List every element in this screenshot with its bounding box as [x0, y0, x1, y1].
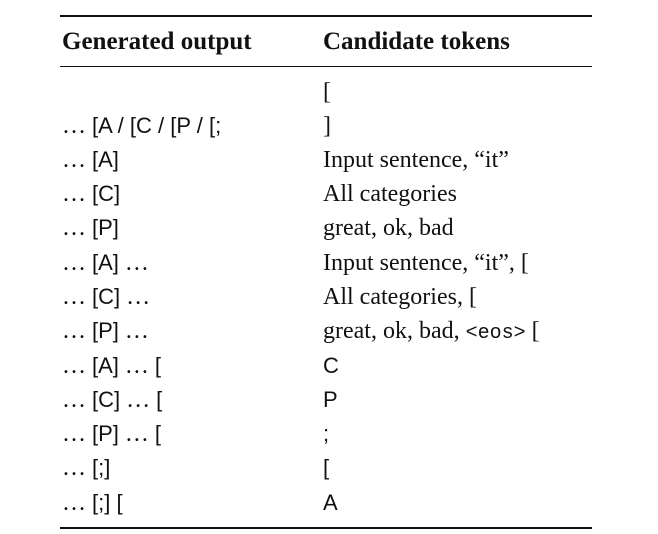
candidate-tokens-cell: Input sentence, “it”: [323, 143, 509, 177]
top-rule: [60, 15, 592, 17]
candidate-tokens-cell: ]: [323, 109, 331, 143]
candidate-tokens-cell: C: [323, 349, 339, 383]
text-segment: …: [120, 284, 151, 310]
candidate-tokens-cell: great, ok, bad, <eos> [: [323, 314, 540, 351]
text-segment: [A]: [92, 353, 119, 378]
table-row: … [P] … [;: [0, 417, 658, 451]
header-candidate-tokens: Candidate tokens: [323, 28, 510, 55]
generated-output-cell: … [A / [C / [P / [;: [62, 109, 221, 143]
text-segment: …: [62, 284, 92, 310]
generated-output-cell: … [A]: [62, 143, 119, 177]
table-row: … [A] … Input sentence, “it”, [: [0, 246, 658, 280]
generated-output-cell: … [A] …: [62, 246, 149, 280]
text-segment: C: [323, 353, 339, 378]
text-segment: [A]: [92, 147, 119, 172]
text-segment: Input sentence, “it”, [: [323, 250, 529, 276]
text-segment: …: [120, 387, 157, 413]
candidate-tokens-cell: All categories: [323, 177, 457, 211]
candidate-tokens-cell: [: [323, 451, 329, 485]
generated-output-cell: … [;]: [62, 451, 110, 485]
text-segment: …: [62, 215, 92, 241]
text-segment: All categories, [: [323, 284, 477, 310]
text-segment: [: [525, 318, 540, 344]
table-row: … [A] Input sentence, “it”: [0, 143, 658, 177]
text-segment: …: [62, 147, 92, 173]
text-segment: …: [62, 181, 92, 207]
generated-output-cell: … [C] … [: [62, 383, 162, 417]
candidate-tokens-cell: Input sentence, “it”, [: [323, 246, 529, 280]
text-segment: …: [62, 113, 92, 139]
text-segment: [: [156, 387, 163, 412]
text-segment: [A]: [92, 250, 119, 275]
generated-output-cell: … [P] … [: [62, 417, 161, 451]
text-segment: [P]: [92, 421, 119, 446]
text-segment: …: [118, 250, 149, 276]
table-row: … [P] … great, ok, bad, <eos> [: [0, 314, 658, 348]
text-segment: [: [323, 455, 330, 480]
text-segment: [: [154, 421, 162, 446]
text-segment: ;: [323, 421, 330, 446]
text-segment: ]: [323, 113, 331, 139]
table-row: … [A] … [ C: [0, 349, 658, 383]
candidate-tokens-cell: great, ok, bad: [323, 211, 454, 245]
text-segment: …: [118, 421, 155, 447]
text-segment: …: [62, 353, 92, 379]
candidate-tokens-cell: A: [323, 486, 338, 520]
text-segment: All categories: [323, 181, 457, 207]
text-segment: [: [154, 353, 162, 378]
text-segment: [P]: [92, 318, 119, 343]
table-row: … [C] … [ P: [0, 383, 658, 417]
candidate-tokens-cell: P: [323, 383, 338, 417]
text-segment: [C]: [92, 284, 121, 309]
candidate-tokens-cell: All categories, [: [323, 280, 477, 314]
generated-output-cell: … [;] [: [62, 486, 123, 520]
table-row: … [C] All categories: [0, 177, 658, 211]
text-segment: [C]: [92, 181, 121, 206]
text-segment: …: [62, 387, 92, 413]
text-segment: [P]: [92, 215, 119, 240]
candidate-tokens-cell: ;: [323, 417, 329, 451]
mid-rule: [60, 66, 592, 67]
generated-output-cell: … [A] … [: [62, 349, 161, 383]
table-row: … [A / [C / [P / [;]: [0, 109, 658, 143]
text-segment: A: [323, 490, 338, 515]
table-row: … [;] [ A: [0, 486, 658, 520]
generated-output-cell: … [C] …: [62, 280, 150, 314]
text-segment: …: [62, 318, 92, 344]
text-segment: great, ok, bad: [323, 215, 454, 241]
generated-output-cell: … [P] …: [62, 314, 149, 348]
text-segment: …: [62, 455, 92, 481]
text-segment: …: [62, 490, 92, 516]
text-segment: [;]: [92, 455, 111, 480]
text-segment: [;] [: [92, 490, 123, 515]
table-row: … [C] … All categories, [: [0, 280, 658, 314]
generated-output-cell: … [C]: [62, 177, 120, 211]
text-segment: …: [118, 353, 155, 379]
table-row: … [;] [: [0, 451, 658, 485]
text-segment: [C]: [92, 387, 121, 412]
text-segment: [A / [C / [P / [;: [92, 113, 222, 138]
text-segment: …: [62, 421, 92, 447]
table-row: … [P] great, ok, bad: [0, 211, 658, 245]
text-segment: Input sentence, “it”: [323, 147, 509, 173]
candidate-tokens-cell: [: [323, 75, 331, 109]
text-segment: …: [118, 318, 149, 344]
table-row: [: [0, 75, 658, 109]
text-segment: …: [62, 250, 92, 276]
header-generated-output: Generated output: [62, 28, 252, 55]
text-segment: <eos>: [465, 322, 526, 345]
text-segment: great, ok, bad,: [323, 318, 466, 344]
generated-output-cell: … [P]: [62, 211, 119, 245]
text-segment: P: [323, 387, 338, 412]
bottom-rule: [60, 527, 592, 529]
text-segment: [: [323, 79, 331, 105]
